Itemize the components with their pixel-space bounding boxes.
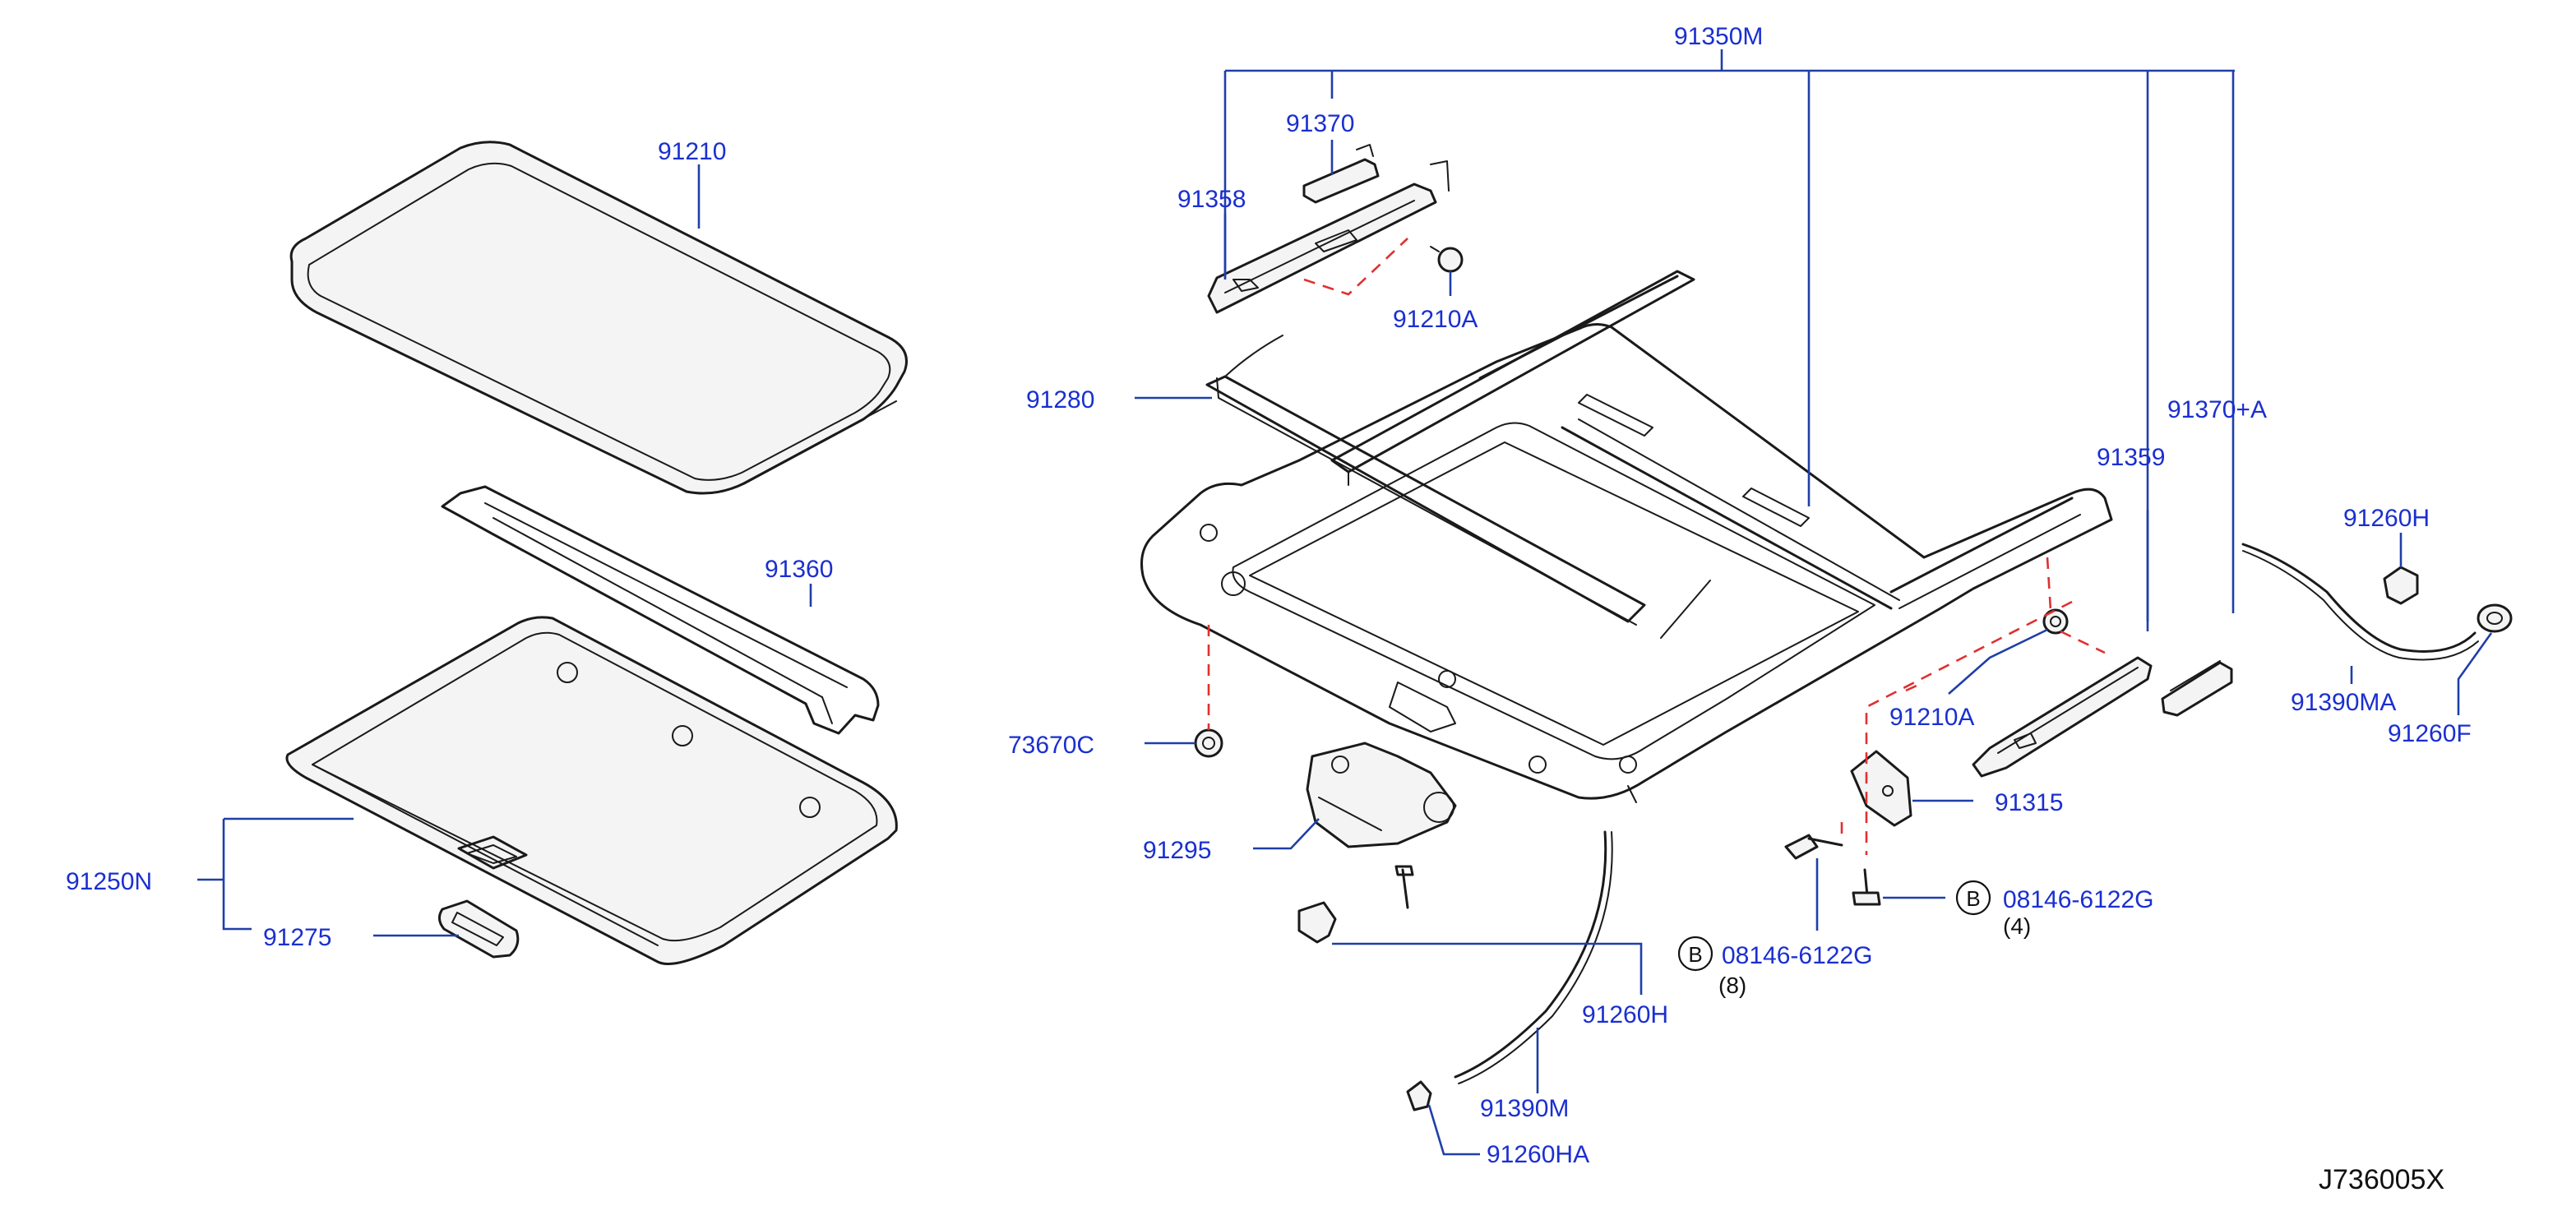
- glass-panel-91210: [289, 141, 908, 495]
- label-91210A-right: 91210A: [1889, 704, 1974, 731]
- bolt-marker-4: B: [1955, 880, 1991, 916]
- label-91210A-top: 91210A: [1393, 306, 1478, 333]
- wind-deflector-91360: [441, 485, 880, 735]
- screw-91210A-right: [2042, 608, 2069, 635]
- label-91370: 91370: [1286, 110, 1354, 137]
- sunroof-motor-91295: [1306, 742, 1457, 848]
- svg-text:B: B: [1688, 942, 1702, 967]
- label-91260H-center: 91260H: [1582, 1001, 1668, 1028]
- label-91370A: 91370+A: [2167, 396, 2267, 423]
- label-91360: 91360: [765, 556, 833, 583]
- label-91358: 91358: [1177, 186, 1246, 213]
- label-91315: 91315: [1995, 789, 2063, 816]
- guide-91370: [1302, 144, 1380, 204]
- bolt-08146-6122G-4: [1852, 868, 1881, 906]
- part-labels: 91210 91360 91250N 91275 91350M 91370 91…: [66, 23, 2472, 1195]
- link-assembly-91358: [1207, 160, 1450, 314]
- label-08146-6122G-8: 08146-6122G: [1722, 942, 1873, 969]
- label-08146-6122G-4: 08146-6122G: [2003, 886, 2154, 913]
- hose-clip-91260HA: [1406, 1080, 1432, 1111]
- grommet-91260F: [2477, 603, 2513, 633]
- label-73670C: 73670C: [1008, 732, 1094, 759]
- leader-lines: [197, 49, 2493, 1156]
- label-91260H-right: 91260H: [2343, 505, 2430, 532]
- label-91390MA: 91390MA: [2291, 689, 2396, 716]
- label-qty-8: (8): [1718, 973, 1746, 998]
- diagram-code: J736005X: [2319, 1164, 2444, 1195]
- label-91275: 91275: [263, 924, 331, 951]
- hose-clip-91260H-center: [1297, 901, 1337, 944]
- svg-text:B: B: [1966, 886, 1980, 911]
- label-91260HA: 91260HA: [1487, 1141, 1589, 1168]
- drain-hose-91390M: [1454, 830, 1613, 1084]
- label-91350M: 91350M: [1674, 23, 1763, 50]
- link-assembly-91359: [1972, 656, 2153, 778]
- label-91390M: 91390M: [1480, 1095, 1569, 1122]
- grommet-73670C: [1194, 728, 1223, 758]
- sunshade-panel-91250N: [285, 616, 898, 965]
- motor-screw: [1394, 865, 1414, 909]
- guide-91370A: [2161, 660, 2233, 717]
- sunroof-frame-91350M: [1140, 270, 2113, 803]
- label-91260F: 91260F: [2388, 720, 2472, 747]
- label-qty-4: (4): [2003, 913, 2031, 939]
- label-91250N: 91250N: [66, 868, 152, 895]
- hose-clip-91260H-right: [2383, 566, 2419, 605]
- bracket-91315: [1850, 750, 1912, 827]
- label-91359: 91359: [2097, 444, 2165, 471]
- label-91210: 91210: [658, 138, 726, 165]
- bolt-08146-6122G-8: [1784, 834, 1843, 860]
- drain-hose-91390MA: [2241, 543, 2479, 661]
- hidden-alignment-lines: [1207, 238, 2106, 855]
- sunshade-handle-91275: [438, 899, 520, 959]
- label-91280: 91280: [1026, 386, 1094, 414]
- screw-91210A-top: [1430, 246, 1464, 273]
- label-91295: 91295: [1143, 837, 1211, 864]
- bolt-marker-8: B: [1677, 936, 1713, 972]
